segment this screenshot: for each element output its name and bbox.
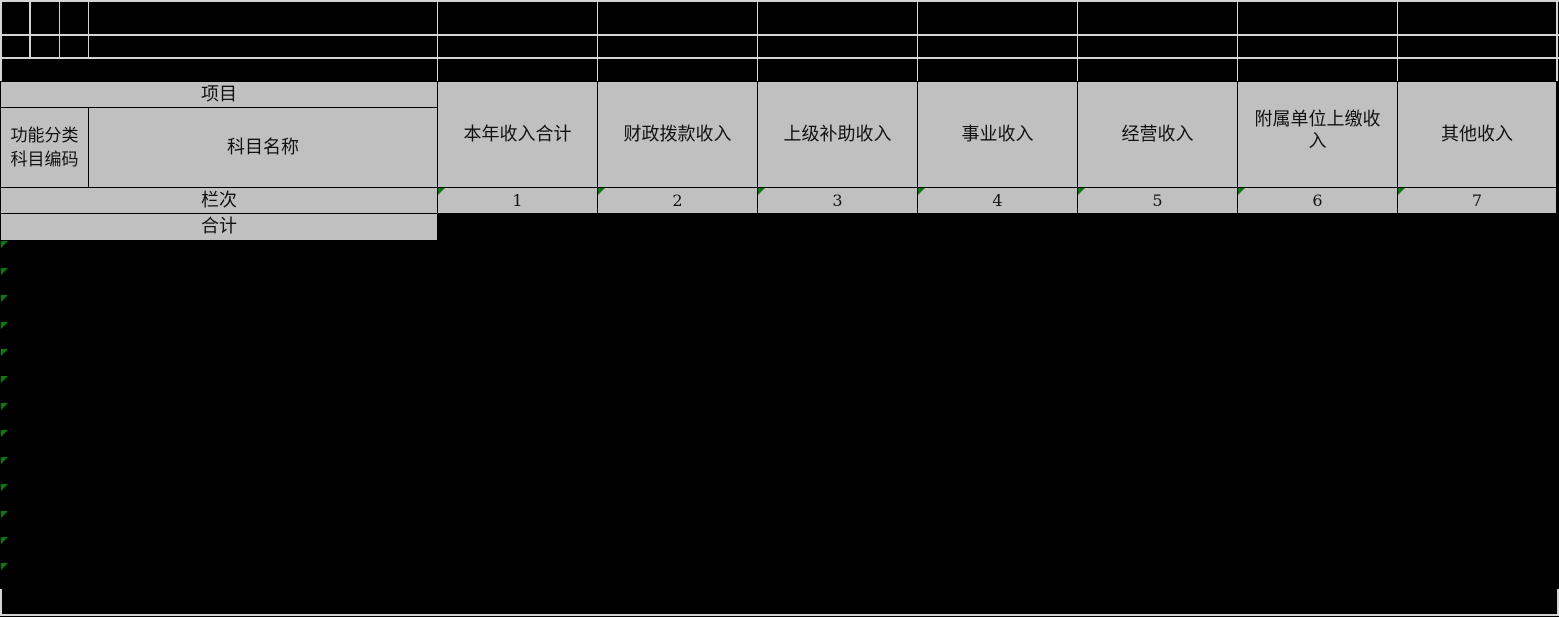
header-item-label: 项目 [201,83,237,105]
column-index: 5 [1152,190,1163,210]
comment-marker-icon[interactable] [1,295,8,302]
column-index: 2 [672,190,683,210]
comment-marker-icon[interactable] [1,268,8,275]
column-header-operating-income[interactable]: 经营收入 [1078,81,1238,188]
grid-line [1397,0,1398,81]
header-name-label: 科目名称 [227,136,299,158]
comment-marker-icon[interactable] [1,457,8,464]
column-index-cell[interactable]: 4 [918,188,1078,214]
column-index: 4 [992,190,1003,210]
comment-marker-icon [1238,188,1245,195]
header-name-cell[interactable]: 科目名称 [89,108,438,188]
column-header-total-income[interactable]: 本年收入合计 [438,81,598,188]
grid-line [0,0,2,81]
row-index-label-cell[interactable]: 栏次 [0,188,438,214]
grid-line [597,0,598,81]
column-header-fiscal-appropriation[interactable]: 财政拨款收入 [598,81,758,188]
comment-marker-icon[interactable] [1,537,8,544]
column-index-cell[interactable]: 3 [758,188,918,214]
comment-marker-icon [1398,188,1405,195]
comment-marker-icon[interactable] [1,403,8,410]
column-header-label: 上级补助收入 [783,123,892,145]
grid-line [437,0,438,81]
row-index-label: 栏次 [201,189,237,211]
grid-line [1556,0,1558,81]
column-index-cell[interactable]: 6 [1238,188,1398,214]
comment-marker-icon[interactable] [1,349,8,356]
comment-marker-icon[interactable] [1,376,8,383]
grid-line [88,0,89,58]
comment-marker-icon[interactable] [1,563,8,570]
column-header-superior-subsidy[interactable]: 上级补助收入 [758,81,918,188]
comment-marker-icon[interactable] [1,511,8,518]
grid-line [0,57,1559,59]
comment-marker-icon [1078,188,1085,195]
column-header-label: 附属单位上缴收入 [1254,109,1381,152]
total-row-label-cell[interactable]: 合计 [0,214,438,240]
column-index: 1 [512,190,523,210]
comment-marker-icon[interactable] [1,322,8,329]
column-index-cell[interactable]: 7 [1398,188,1557,214]
grid-line [757,0,758,81]
column-index: 3 [832,190,843,210]
comment-marker-icon[interactable] [1,430,8,437]
column-index-cell[interactable]: 5 [1078,188,1238,214]
column-header-label: 财政拨款收入 [623,123,732,145]
column-header-affiliated-remittance[interactable]: 附属单位上缴收入 [1238,81,1398,188]
grid-line [0,614,1559,616]
grid-line [1077,0,1078,81]
comment-marker-icon[interactable] [1,484,8,491]
header-code-label: 功能分类科目编码 [10,125,79,170]
column-index-cell[interactable]: 1 [438,188,598,214]
column-header-label: 本年收入合计 [463,123,572,145]
grid-line [0,34,1559,36]
grid-line [0,589,2,616]
column-index: 6 [1312,190,1323,210]
comment-marker-icon[interactable] [1,241,8,248]
comment-marker-icon [918,188,925,195]
comment-marker-icon [758,188,765,195]
column-header-other-income[interactable]: 其他收入 [1398,81,1557,188]
header-code-cell[interactable]: 功能分类科目编码 [0,108,89,188]
column-header-label: 其他收入 [1441,123,1513,145]
column-header-label: 事业收入 [961,123,1034,145]
column-index-cell[interactable]: 2 [598,188,758,214]
total-row-label: 合计 [201,216,237,237]
grid-line [1237,0,1238,81]
grid-line [917,0,918,81]
column-header-label: 经营收入 [1121,123,1194,145]
grid-line [1557,589,1559,616]
grid-line [59,0,60,58]
grid-line [0,0,1559,2]
header-item-cell[interactable]: 项目 [0,81,438,108]
column-header-business-income[interactable]: 事业收入 [918,81,1078,188]
column-index: 7 [1471,190,1483,210]
grid-line [29,0,31,58]
comment-marker-icon [598,188,605,195]
comment-marker-icon [438,188,445,195]
